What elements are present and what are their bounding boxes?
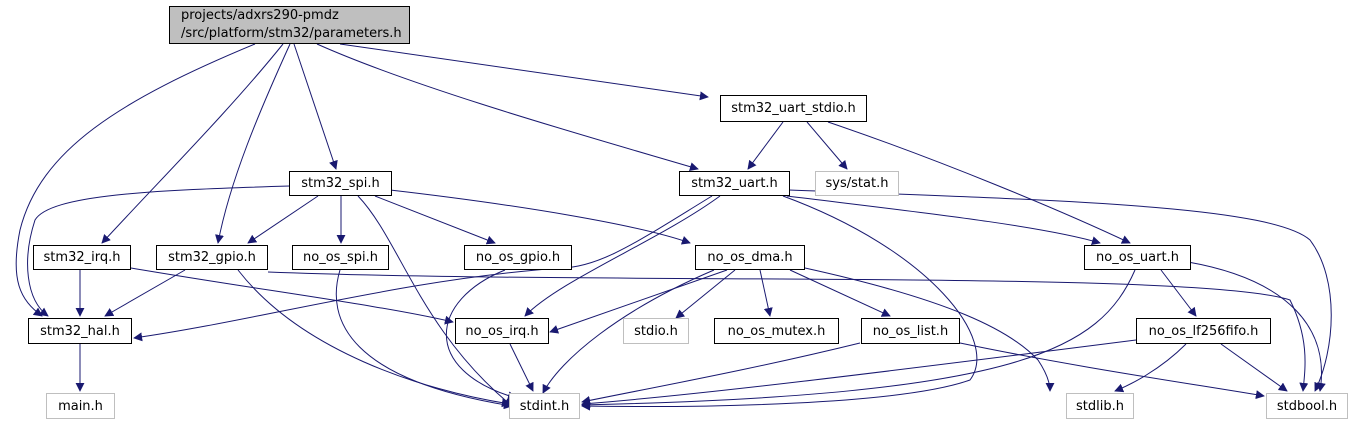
node-stdio-h: stdio.h (623, 318, 689, 344)
edge-stm32-uart-stdio-to-stm32-uart (747, 121, 784, 170)
edge-root-to-stm32-spi (293, 43, 338, 170)
edge-no-os-list-to-stdint (581, 342, 861, 405)
edge-stm32-irq-to-no-os-irq (130, 267, 454, 325)
edge-no-os-dma-to-no-os-irq (549, 269, 728, 334)
edge-root-to-stm32-gpio (215, 43, 291, 244)
node-no-os-mutex-h[interactable]: no_os_mutex.h (714, 318, 839, 344)
edge-no-os-spi-to-stdint (335, 269, 513, 410)
edge-no-os-dma-to-no-os-list (789, 269, 891, 317)
edge-no-os-uart-to-stdbool (1187, 261, 1326, 392)
edge-no-os-dma-to-stdlib (804, 267, 1055, 392)
node-stm32-hal-h[interactable]: stm32_hal.h (28, 318, 132, 344)
root-path-line1: projects/adxrs290-pmdz (181, 8, 339, 23)
edge-root-to-stm32-irq (101, 43, 284, 244)
edge-stm32-spi-to-stdint (357, 195, 513, 407)
edge-no-os-lf256fifo-to-stdbool (1220, 343, 1288, 392)
edge-stm32-uart-to-stm32-hal (133, 195, 713, 342)
edge-stm32-spi-to-no-os-dma (389, 189, 691, 245)
node-no-os-list-h[interactable]: no_os_list.h (861, 318, 960, 344)
node-no-os-gpio-h[interactable]: no_os_gpio.h (464, 245, 572, 270)
edge-stm32-uart-to-no-os-uart (786, 195, 1101, 245)
edge-stm32-uart-stdio-to-sys-stat (806, 121, 848, 170)
edge-no-os-uart-to-stdint (581, 269, 1136, 410)
node-stm32-uart-stdio-h[interactable]: stm32_uart_stdio.h (720, 95, 867, 122)
edge-no-os-gpio-to-stdint (445, 269, 517, 401)
edge-stm32-gpio-to-stdint (237, 269, 511, 408)
node-no-os-spi-h[interactable]: no_os_spi.h (292, 245, 389, 270)
node-parameters-h-root: projects/adxrs290-pmdz /src/platform/stm… (169, 6, 410, 44)
edge-stm32-uart-stdio-to-no-os-uart (827, 121, 1131, 244)
edge-stm32-uart-to-stdint (581, 195, 978, 411)
node-stm32-gpio-h[interactable]: stm32_gpio.h (156, 245, 268, 270)
root-path-line2: /src/platform/stm32/parameters.h (181, 26, 402, 41)
edge-no-os-uart-to-no-os-lf256fifo (1160, 269, 1197, 317)
edge-no-os-irq-to-stdint (509, 343, 534, 392)
edge-stm32-gpio-to-stm32-hal (104, 269, 186, 317)
node-no-os-dma-h[interactable]: no_os_dma.h (695, 245, 805, 270)
node-sys-stat-h: sys/stat.h (815, 171, 899, 196)
edge-stm32-uart-to-stdbool (788, 189, 1332, 392)
edge-stm32-spi-to-stm32-hal (27, 185, 291, 317)
edge-no-os-lf256fifo-to-stdlib (1114, 343, 1187, 393)
node-no-os-uart-h[interactable]: no_os_uart.h (1084, 245, 1191, 270)
edge-stm32-gpio-to-stdbool (267, 271, 1309, 392)
edge-stm32-spi-to-stm32-gpio (247, 195, 319, 244)
edge-no-os-dma-to-no-os-mutex (759, 269, 773, 317)
edge-stm32-uart-to-no-os-irq (524, 195, 721, 317)
edge-root-to-stm32-hal (15, 43, 256, 317)
node-stm32-irq-h[interactable]: stm32_irq.h (33, 245, 131, 270)
edge-no-os-list-to-stdbool (959, 342, 1265, 400)
edge-root-to-stm32-uart-stdio (339, 43, 709, 101)
node-stm32-uart-h[interactable]: stm32_uart.h (679, 171, 790, 196)
node-no-os-lf256fifo-h[interactable]: no_os_lf256fifo.h (1136, 318, 1271, 344)
node-stm32-spi-h[interactable]: stm32_spi.h (289, 171, 392, 196)
node-no-os-irq-h[interactable]: no_os_irq.h (455, 318, 549, 344)
edge-no-os-dma-to-stdio (675, 269, 736, 319)
node-stdint-h: stdint.h (509, 393, 580, 419)
node-stdbool-h: stdbool.h (1266, 393, 1348, 419)
edge-root-to-stm32-uart (316, 43, 699, 172)
node-stdlib-h: stdlib.h (1066, 393, 1134, 419)
node-main-h: main.h (46, 393, 115, 419)
edge-stm32-spi-to-no-os-gpio (374, 195, 496, 245)
edge-no-os-lf256fifo-to-stdint (581, 339, 1137, 408)
edge-no-os-dma-to-stdint (542, 269, 715, 394)
